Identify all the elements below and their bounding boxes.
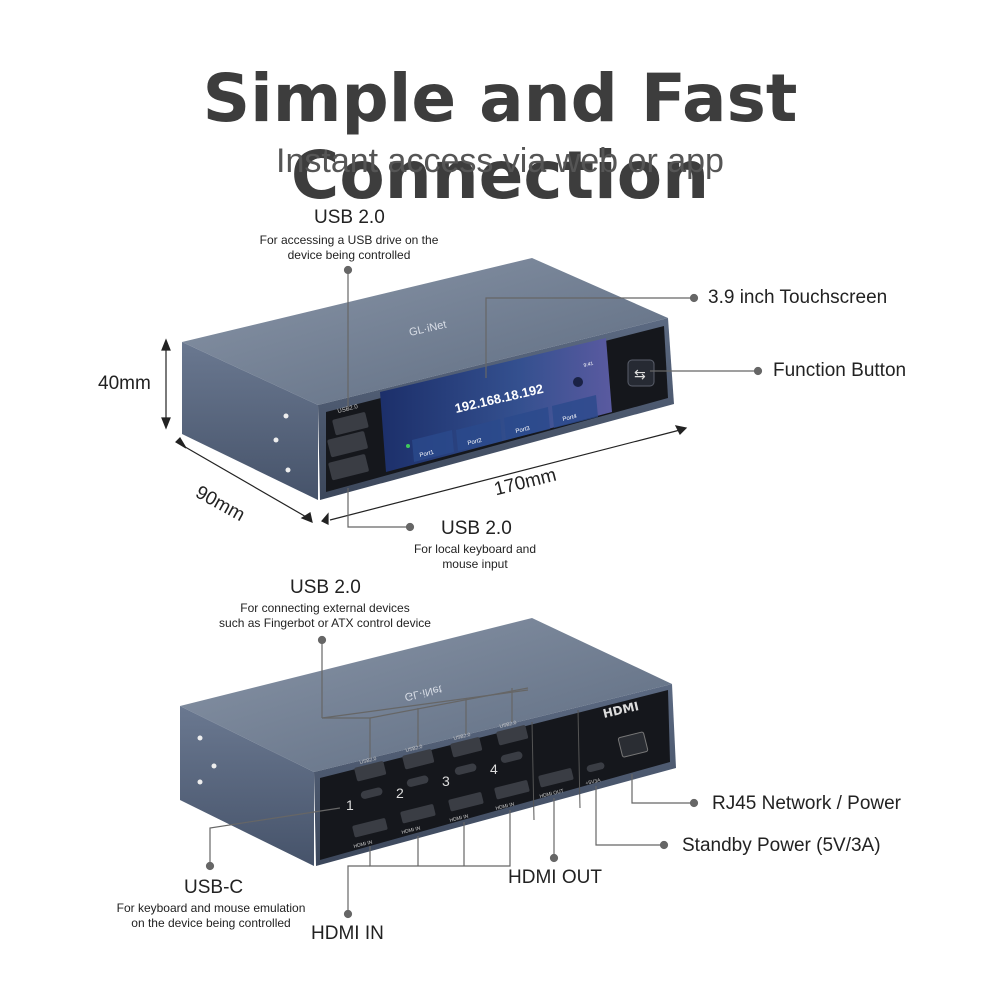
function-button-label: Function Button <box>773 360 907 381</box>
back-usb-tag-1: USB2.0 <box>359 756 377 766</box>
page-title: Simple and Fast Connection <box>202 60 798 214</box>
hdmi-in-port-3[interactable] <box>448 792 484 812</box>
screen-port-4[interactable]: Port4 <box>562 414 578 423</box>
front-usb-port-keyboard-2[interactable] <box>328 454 369 481</box>
usbc-desc: For keyboard and mouse emulation on the … <box>106 901 316 931</box>
front-usb-bottom-label: USB 2.0 <box>441 518 512 539</box>
hdmi-in-port-4[interactable] <box>494 780 530 800</box>
page-subtitle: Instant access via web or app <box>276 142 724 180</box>
front-device: GL·iNet USB2.0 192.168.18.192 9:41 Port1… <box>182 258 674 500</box>
hdmi-in-port-2[interactable] <box>400 804 436 824</box>
screen-camera-icon <box>573 377 583 387</box>
back-usbc-port-3[interactable] <box>454 763 477 776</box>
function-button-icon: ⇆ <box>634 367 646 383</box>
hdmi-out-tag: HDMI OUT <box>539 788 564 800</box>
hdmi-in-tag-1: HDMI IN <box>353 839 373 850</box>
hdmi-out-port[interactable] <box>538 768 574 788</box>
screen-status-dot <box>406 444 410 448</box>
power-tag: +5V3A <box>585 777 602 787</box>
back-usbc-row: 1 2 3 4 <box>346 751 523 813</box>
back-usb-top-desc-line1: For connecting external devices <box>240 601 410 615</box>
back-usb-port-1[interactable] <box>354 761 387 782</box>
screen-port-3[interactable]: Port3 <box>515 426 531 435</box>
back-usb-port-3[interactable] <box>450 737 483 758</box>
hdmi-in-tag-4: HDMI IN <box>495 801 515 812</box>
front-usb-top-desc: For accessing a USB drive on the device … <box>240 233 458 263</box>
port-number-1: 1 <box>346 797 354 813</box>
hdmi-out-label: HDMI OUT <box>508 867 602 888</box>
front-usb-top-label: USB 2.0 <box>314 207 385 228</box>
hdmi-in-tag-3: HDMI IN <box>449 813 469 824</box>
usbc-desc-line2: on the device being controlled <box>131 916 291 930</box>
standby-power-port[interactable] <box>586 762 605 773</box>
front-usb-bottom-desc-line1: For local keyboard and <box>413 542 537 556</box>
screen-port-1[interactable]: Port1 <box>419 450 435 459</box>
port-number-4: 4 <box>490 761 498 777</box>
back-usb-top-desc: For connecting external devices such as … <box>205 601 445 631</box>
back-usb-row: USB2.0 USB2.0 USB2.0 USB2.0 <box>354 720 529 782</box>
front-usb-bottom-desc-line2: mouse input <box>442 557 508 571</box>
standby-power-label: Standby Power (5V/3A) <box>682 835 881 856</box>
rj45-label: RJ45 Network / Power <box>712 793 902 814</box>
screen-port-tiles: Port1 Port2 Port3 Port4 <box>412 395 598 462</box>
back-usb-tag-3: USB2.0 <box>453 732 471 742</box>
hdmi-in-tag-2: HDMI IN <box>401 825 421 836</box>
back-usb-tag-2: USB2.0 <box>405 744 423 754</box>
back-usb-port-4[interactable] <box>496 725 529 746</box>
screen-clock: 9:41 <box>583 361 594 369</box>
hdmi-in-port-1[interactable] <box>352 818 388 838</box>
front-callout-lines <box>343 265 763 532</box>
back-callout-lines <box>205 635 699 919</box>
back-hdmi-in-row: HDMI IN HDMI IN HDMI IN HDMI IN <box>352 780 530 850</box>
touchscreen-label: 3.9 inch Touchscreen <box>708 287 888 308</box>
front-usb-top-desc-line2: device being controlled <box>287 248 411 262</box>
dimension-height: 40mm <box>98 373 151 394</box>
back-usb-top-desc-line2: such as Fingerbot or ATX control device <box>219 616 431 630</box>
usbc-label: USB-C <box>184 877 244 898</box>
front-usb-port-keyboard-1[interactable] <box>327 431 368 458</box>
hdmi-in-label: HDMI IN <box>311 923 384 944</box>
front-usb-bottom-desc: For local keyboard and mouse input <box>400 542 550 572</box>
usbc-desc-line1: For keyboard and mouse emulation <box>116 901 306 915</box>
back-usb-top-label: USB 2.0 <box>290 577 361 598</box>
back-usb-port-2[interactable] <box>402 749 435 770</box>
function-button[interactable] <box>627 359 655 387</box>
front-usb-port-top[interactable] <box>332 412 369 436</box>
back-usbc-port-4[interactable] <box>500 751 523 764</box>
dimension-arrows <box>161 338 688 525</box>
screen-port-2[interactable]: Port2 <box>467 438 483 447</box>
back-usb-tag-4: USB2.0 <box>499 720 517 730</box>
back-device: GL·iNet HDMI USB2.0 USB2.0 USB2.0 USB2.0… <box>180 618 676 866</box>
port-number-3: 3 <box>442 773 450 789</box>
front-usb-top-desc-line1: For accessing a USB drive on the <box>259 233 439 247</box>
port-number-2: 2 <box>396 785 404 801</box>
back-usbc-port-1[interactable] <box>360 787 383 800</box>
rj45-port[interactable] <box>617 731 649 758</box>
back-usbc-port-2[interactable] <box>406 775 429 788</box>
